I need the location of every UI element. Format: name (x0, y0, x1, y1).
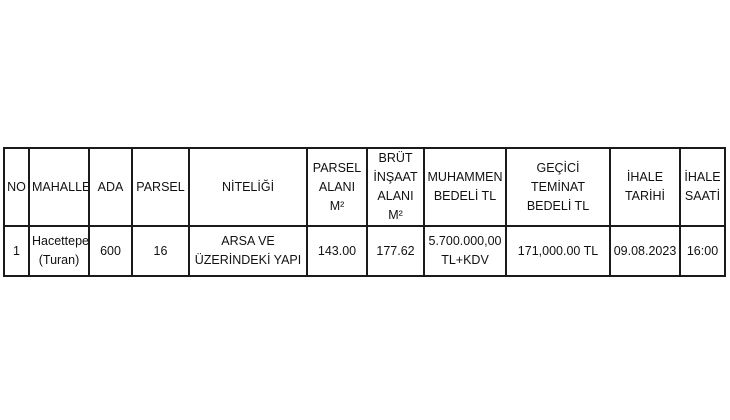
cell-parsel-text: 16 (153, 243, 168, 258)
cell-parsel-alani-text: 143.00 (317, 243, 357, 258)
cell-no: 1 (3, 225, 30, 277)
cell-parsel: 16 (131, 225, 190, 277)
cell-muhammen-bedeli-text: 5.700.000,00 TL+KDV (428, 234, 502, 267)
header-no: NO (3, 147, 30, 227)
header-niteligi-text: NİTELİĞİ (221, 179, 275, 194)
auction-table: NO MAHALLE ADA PARSEL NİTELİĞİ PARSEL AL… (3, 147, 726, 277)
cell-niteligi-text: ARSA VE ÜZERİNDEKİ YAPI (194, 234, 302, 267)
cell-gecici-teminat-bedeli: 171,000.00 TL (505, 225, 611, 277)
cell-muhammen-bedeli: 5.700.000,00 TL+KDV (423, 225, 507, 277)
header-niteligi: NİTELİĞİ (188, 147, 308, 227)
header-brut-insaat-alani: BRÜT İNŞAAT ALANI M² (366, 147, 425, 227)
cell-parsel-alani: 143.00 (306, 225, 368, 277)
cell-no-text: 1 (13, 243, 20, 258)
cell-niteligi: ARSA VE ÜZERİNDEKİ YAPI (188, 225, 308, 277)
header-muhammen-bedeli-text: MUHAMMEN BEDELİ TL (427, 170, 503, 203)
cell-ada: 600 (88, 225, 133, 277)
header-gecici-teminat-bedeli-text: GEÇİCİ TEMİNAT BEDELİ TL (526, 160, 590, 213)
header-mahalle: MAHALLE (28, 147, 90, 227)
cell-ihale-saati: 16:00 (679, 225, 726, 277)
header-ihale-tarihi: İHALE TARİHİ (609, 147, 681, 227)
cell-ihale-saati-text: 16:00 (686, 243, 719, 258)
cell-brut-insaat-alani-text: 177.62 (376, 243, 415, 258)
header-brut-insaat-alani-text: BRÜT İNŞAAT ALANI M² (373, 151, 418, 222)
cell-ihale-tarihi: 09.08.2023 (609, 225, 681, 277)
header-ihale-tarihi-text: İHALE TARİHİ (624, 170, 666, 203)
header-parsel-alani: PARSEL ALANI M² (306, 147, 368, 227)
cell-mahalle: Hacettepe (Turan) (28, 225, 90, 277)
header-no-text: NO (7, 179, 26, 194)
header-parsel-text: PARSEL (136, 179, 185, 194)
header-muhammen-bedeli: MUHAMMEN BEDELİ TL (423, 147, 507, 227)
cell-ada-text: 600 (100, 243, 121, 258)
cell-brut-insaat-alani: 177.62 (366, 225, 425, 277)
header-ada: ADA (88, 147, 133, 227)
header-ada-text: ADA (97, 179, 124, 194)
header-ihale-saati: İHALE SAATİ (679, 147, 726, 227)
header-ihale-saati-text: İHALE SAATİ (684, 170, 721, 203)
cell-mahalle-text: Hacettepe (Turan) (32, 234, 89, 267)
header-mahalle-text: MAHALLE (32, 179, 89, 194)
cell-ihale-tarihi-text: 09.08.2023 (613, 243, 677, 258)
header-parsel-alani-text: PARSEL ALANI M² (312, 160, 362, 213)
header-gecici-teminat-bedeli: GEÇİCİ TEMİNAT BEDELİ TL (505, 147, 611, 227)
cell-gecici-teminat-bedeli-text: 171,000.00 TL (517, 243, 599, 258)
header-parsel: PARSEL (131, 147, 190, 227)
header-row: NO MAHALLE ADA PARSEL NİTELİĞİ PARSEL AL… (3, 147, 726, 227)
table-row: 1 Hacettepe (Turan) 600 16 ARSA VE ÜZERİ… (3, 225, 726, 277)
